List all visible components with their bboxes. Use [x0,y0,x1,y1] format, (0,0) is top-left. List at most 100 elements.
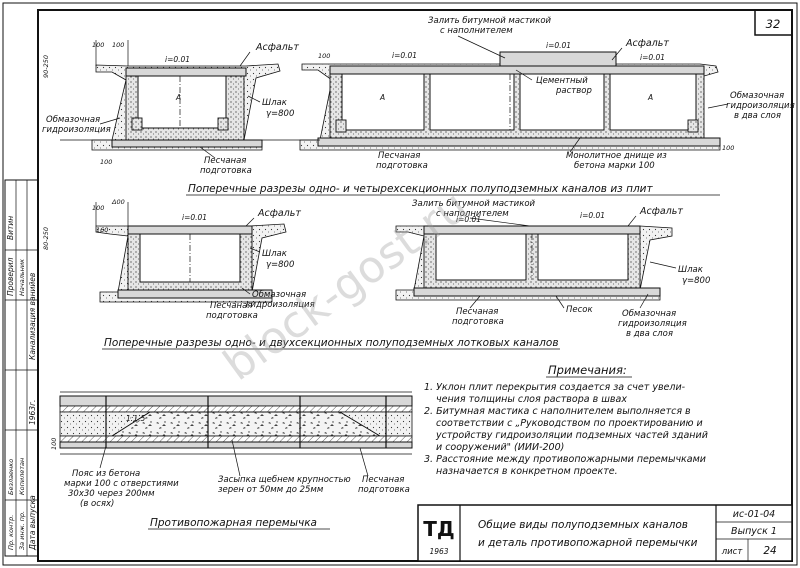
a-fill-label-1: Залить битумной мастикой [428,16,552,26]
title-block: ТД 1963 Общие виды полуподземных каналов… [417,504,793,562]
b-wp2-1: Обмазочная [622,309,676,319]
section-b-title: Поперечные разрезы одно- и двухсекционны… [104,337,559,349]
c-plug-4: (в осях) [80,499,114,509]
c-sand-2: подготовка [358,485,410,495]
note-2-line-2: соответствии с „Руководством по проектир… [436,418,703,429]
a-section-mark-3: А [647,93,653,102]
series-code: ис-01-04 [733,509,775,520]
side-checked-name: Витин [6,216,15,240]
c-sand-1: Песчаная [362,475,404,485]
issue: Выпуск 1 [731,526,777,537]
b-wp-1: Обмазочная [252,290,306,300]
sheet-number: 24 [763,545,776,557]
a-cement-1: Цементный [536,76,588,86]
a-dim-1: 100 [92,41,104,49]
a-wp-left-2: гидроизоляция [42,125,111,135]
notes: Примечания: 1. Уклон плит перекрытия соз… [424,363,708,477]
b-wp-2: гидроизоляция [246,300,315,310]
sheet-title-2: и деталь противопожарной перемычки [478,537,698,549]
a-seam-label: Шлак [262,98,288,108]
c-slope-mark: 1:1,5 [126,414,145,423]
section-c-title: Противопожарная перемычка [150,517,317,529]
a-dim-4: 100 [100,158,112,166]
note-2-line-4: и сооружений" (ИИИ-200) [436,442,564,453]
section-c-labels: 1:1,5 100 Пояс из бетона марки 100 с отв… [50,414,410,509]
c-plug-2: марки 100 с отверстиями [64,479,179,489]
b-asphalt-1: Асфальт [257,208,301,219]
sheet-title-1: Общие виды полуподземных каналов [478,519,688,531]
c-plug-1: Пояс из бетона [72,469,140,479]
b-seam2-label: Шлак [678,265,704,275]
a-fill-label-2: с наполнителем [440,26,513,36]
b-dim-2: Δ00 [111,198,125,206]
a-wp-left-1: Обмазочная [46,115,100,125]
b-fill-1: Залить битумной мастикой [412,199,536,209]
a-dim-6: 100 [722,144,734,152]
b-seam-label: Шлак [262,249,288,259]
a-bottom-1: Монолитное днище из [566,151,667,161]
a-sand-2: подготовка [200,166,252,176]
b-slope-1: i=0.01 [182,213,207,222]
a-wp-right-2: гидроизоляция [726,101,795,111]
sheet-label: лист [721,547,744,557]
a-slope-2: i=0.01 [392,51,417,60]
b-seam-size: γ=800 [266,260,294,270]
b-sand2-1: Песчаная [456,307,498,317]
section-b-labels: Асфальт Залить битумной мастикой с напол… [42,198,710,339]
a-sand2-2: подготовка [376,161,428,171]
a-dim-2: 100 [112,41,124,49]
a-seam-size: γ=800 [266,109,294,119]
a-bottom-2: бетона марки 100 [574,161,655,171]
a-dim-3: 90-250 [42,55,50,78]
page-number: 32 [766,17,781,31]
side-date-label: Дата выпуска [28,495,37,551]
b-dim-4: 80-250 [42,227,50,250]
side-checked-label: Проверил [6,257,15,296]
b-dim-3: 160 [96,226,108,234]
b-sand2-2: подготовка [452,317,504,327]
c-dim-1: 100 [50,438,58,450]
a-section-mark-2: А [379,93,385,102]
note-1-line-1: 1. Уклон плит перекрытия создается за сч… [424,382,686,393]
side-date-value: 1963г. [28,400,37,425]
section-a-single-channel [91,63,281,151]
a-asphalt-1: Асфальт [255,42,299,53]
a-cement-2: раствор [555,86,592,96]
c-gravel-1: Засыпка щебнем крупностью [218,475,351,485]
b-slope-2: i=0.01 [456,215,481,224]
side-row2-name: Копилетан [18,458,26,495]
b-fill-2: с наполнителем [436,209,509,219]
a-slope-3: i=0.01 [546,41,571,50]
a-dim-5: 100 [318,52,330,60]
side-row1-name: Безлаенко [7,459,15,495]
side-chief-label: Начальник [18,259,26,296]
note-3-line-2: назначается в конкретном проекте. [436,466,618,477]
b-sand-2: подготовка [206,311,258,321]
section-a-labels: Залить битумной мастикой с наполнителем … [42,16,795,176]
b-wp2-2: гидроизоляция [618,319,687,329]
section-b-single-trough [95,223,287,303]
note-1-line-2: чения толщины слоя раствора в швах [436,394,627,405]
note-2-line-1: 2. Битумная мастика с наполнителем выпол… [424,406,691,417]
note-2-line-3: устройству гидроизоляции подземных часте… [435,430,708,441]
page-number-box [754,9,793,36]
a-wp-right-3: в два слоя [734,111,781,121]
a-sand-1: Песчаная [204,156,246,166]
section-a-four-channel [299,51,721,151]
section-a-title: Поперечные разрезы одно- и четырехсекцио… [188,183,653,195]
note-3-line-1: 3. Расстояние между противопожарными пер… [424,454,706,465]
stamp-code: ТД [423,517,454,541]
b-dim-1: 100 [92,204,104,212]
a-slope-4: i=0.01 [640,53,665,62]
c-plug-3: 30х30 через 200мм [68,489,155,499]
a-asphalt-2: Асфальт [625,38,669,49]
b-wp2-3: в два слоя [626,329,673,339]
side-dept: Канализация ванийев [28,273,37,360]
a-wp-right-1: Обмазочная [730,91,784,101]
stamp-year: 1963 [429,547,448,556]
b-asphalt-2: Асфальт [639,206,683,217]
section-b-double-trough [395,225,673,301]
b-sand-sm: Песок [566,305,593,315]
